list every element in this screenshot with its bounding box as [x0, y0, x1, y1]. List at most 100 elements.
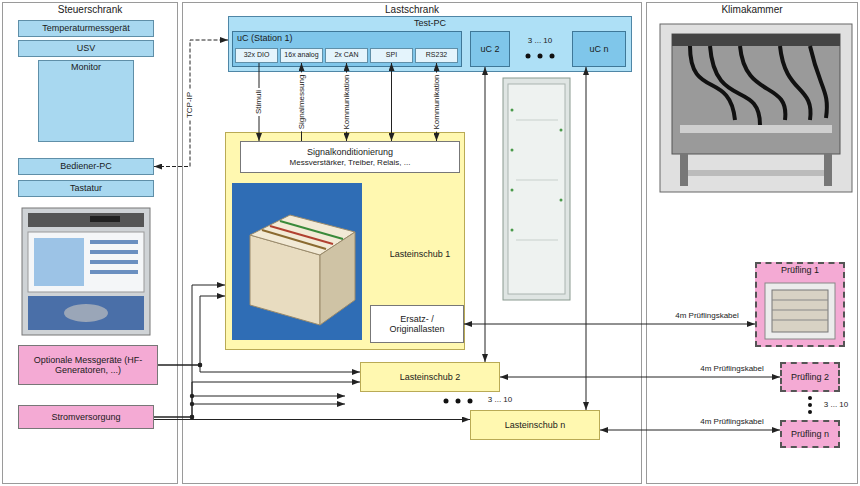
range-label: 3 ... 10	[488, 396, 512, 405]
status-led	[511, 109, 514, 112]
device-under-test: Prüfling 2	[780, 362, 840, 392]
controller-box: uC (Station 1) 32x DIO 16x analog2x CAN SPI…	[232, 31, 462, 67]
chamber-leg	[680, 154, 688, 186]
text-wrap: SPI	[371, 49, 412, 62]
box-sublabel: Messverstärker, Treiber, Relais, ...	[290, 158, 411, 167]
text-wrap: Lasteinschub 2	[361, 363, 499, 391]
box-label: SPI	[386, 51, 397, 59]
interface-box: SPI	[370, 48, 413, 63]
door-line	[516, 240, 558, 241]
text-wrap: Prüfling n	[782, 422, 838, 446]
connector-line	[500, 377, 780, 378]
device-box: Tastatur	[18, 180, 154, 197]
box-label: Tastatur	[70, 183, 102, 193]
connector	[485, 67, 486, 362]
text-wrap: Steuerschrank	[3, 4, 177, 16]
drive-slot	[90, 216, 120, 222]
continuation-dots	[444, 54, 813, 415]
connector-label: 4m Prüflingskabel	[673, 311, 741, 320]
box-label: Test-PC	[229, 18, 631, 28]
screen-row	[90, 270, 138, 274]
connector-line	[158, 365, 360, 372]
text-wrap: 32x DIO	[236, 49, 277, 62]
box-label: uC n	[589, 44, 608, 54]
device-under-test: Prüfling n	[780, 420, 840, 448]
climate-chamber-photo	[660, 24, 852, 192]
cable	[810, 46, 827, 118]
box-label: Lasteinschub 2	[400, 372, 461, 382]
connector-line	[154, 382, 360, 417]
photo-frame	[765, 283, 835, 339]
text-wrap: USV	[19, 41, 153, 56]
chamber-interior	[672, 34, 840, 154]
range-label: 3 ... 10	[824, 401, 848, 410]
chamber-frame	[660, 24, 852, 192]
box-label: Prüfling 2	[791, 372, 829, 382]
interface-box: RS232	[415, 48, 458, 63]
text-wrap: uC 2	[471, 32, 509, 66]
text-wrap: uC (Station 1)	[237, 33, 293, 43]
drawer-side	[320, 232, 355, 325]
bus-stub	[192, 396, 345, 397]
box-label: Lasteinschub n	[505, 420, 566, 430]
screen-row	[90, 250, 138, 254]
box-label: 32x DIO	[244, 51, 270, 59]
screen	[28, 232, 144, 292]
box-label: Temperaturmessgerät	[42, 23, 130, 33]
connector-line	[600, 430, 780, 431]
chamber-leg	[824, 154, 832, 186]
junction-dot	[190, 415, 194, 419]
text-wrap: Prüfling 2	[782, 364, 838, 390]
screen-row	[90, 240, 138, 244]
text-wrap: Tastatur	[19, 181, 153, 196]
connector-label: 4m Prüflingskabel	[698, 364, 766, 373]
bus-stubs	[190, 394, 345, 406]
device-rib	[772, 300, 828, 301]
box-label: Monitor	[39, 62, 133, 72]
controller-box: uC 2	[470, 31, 510, 67]
text-wrap: Stromversorgung	[19, 406, 153, 428]
dot	[808, 410, 812, 414]
connector-line	[464, 324, 755, 325]
text-wrap: Prüfling 1	[757, 265, 843, 275]
device-under-test-photo	[765, 283, 835, 339]
connector	[158, 363, 360, 372]
cable	[780, 46, 811, 120]
box-label: Steuerschrank	[3, 4, 177, 16]
dot	[444, 399, 449, 404]
load-drawer-photo	[232, 183, 362, 340]
keyboard	[64, 304, 108, 322]
door-line	[516, 180, 558, 181]
connector-line	[391, 63, 392, 141]
connector-label: TCP-IP	[185, 90, 194, 120]
connector	[154, 382, 360, 419]
dot	[468, 399, 473, 404]
box-label: USV	[77, 43, 96, 53]
connector-line	[154, 285, 225, 417]
device-box: Temperaturmessgerät	[18, 20, 154, 37]
shelf	[680, 125, 832, 133]
cabinet-frame	[503, 78, 570, 300]
circuit-card	[280, 221, 343, 239]
connector	[154, 40, 228, 167]
connector-line	[154, 40, 228, 167]
box-label: Prüfling n	[791, 429, 829, 439]
box-label: Bediener-PC	[60, 161, 112, 171]
interface-box: 2x CAN	[325, 48, 368, 63]
load-drawer: Lasteinschub n	[470, 410, 600, 440]
text-wrap: Lasteinschub n	[471, 411, 599, 439]
cable	[740, 46, 785, 120]
cable	[710, 46, 760, 125]
connector	[154, 285, 225, 419]
chamber-rail	[688, 170, 824, 176]
connector	[586, 67, 587, 410]
device-rib	[772, 310, 828, 311]
device-box: Bediener-PC	[18, 158, 154, 175]
status-led	[560, 199, 563, 202]
box-label: uC 2	[480, 44, 499, 54]
text-wrap: 16x analog	[281, 49, 322, 62]
connector-line	[586, 67, 587, 410]
device-rib	[772, 320, 828, 321]
